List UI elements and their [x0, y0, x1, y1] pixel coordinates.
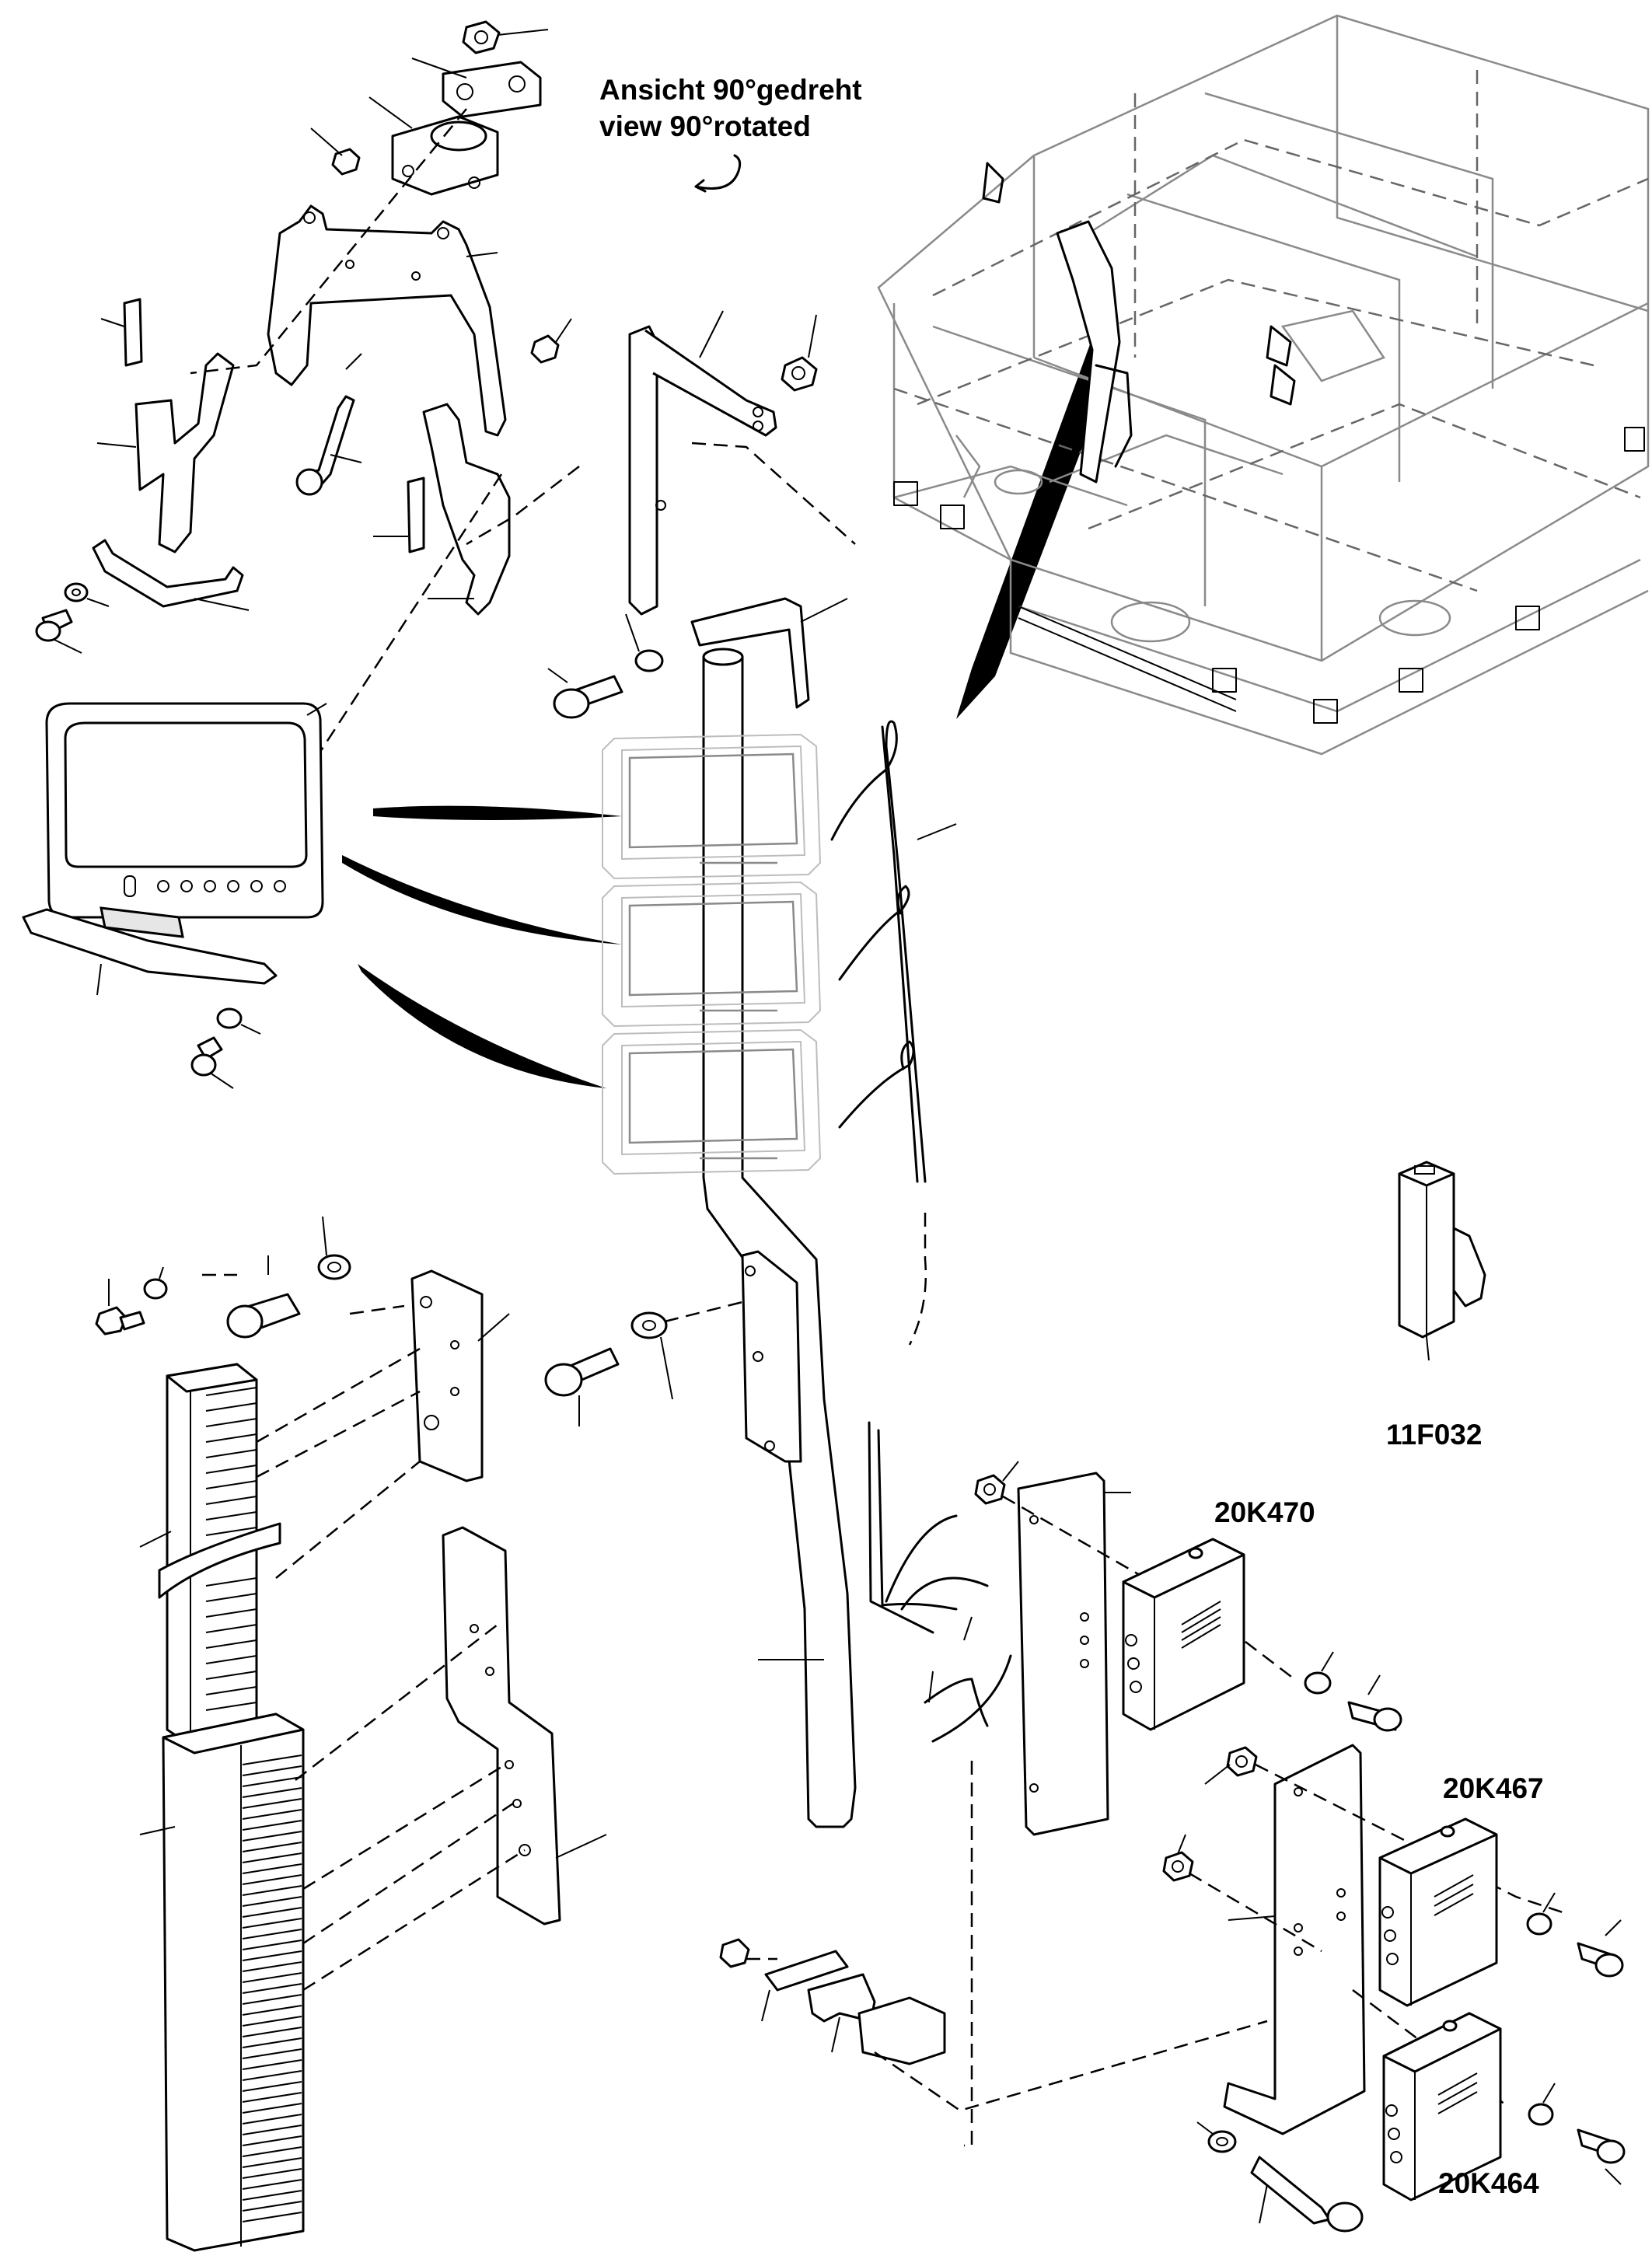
monitor-part	[22, 702, 327, 1089]
label-20K467: 20K467	[1443, 1772, 1544, 1804]
duct-rib	[242, 2103, 302, 2114]
duct-rib	[242, 1809, 302, 1820]
duct-rib	[242, 1787, 302, 1798]
duct-rib	[242, 1896, 302, 1907]
duct-rib	[242, 2037, 302, 2048]
duct-rib	[242, 1994, 302, 2005]
module-cables	[868, 1421, 1012, 1743]
duct-rib	[242, 2081, 302, 2092]
duct-rib	[242, 2059, 302, 2070]
duct-rib	[242, 1798, 302, 1809]
duct-rib	[242, 2016, 302, 2027]
duct-rib	[242, 1863, 302, 1874]
cable-duct	[95, 1216, 802, 2252]
mounting-pole	[547, 310, 957, 1828]
duct-rib	[242, 1776, 302, 1787]
duct-rib	[242, 1983, 302, 1994]
duct-rib	[242, 2125, 302, 2135]
duct-rib	[242, 1950, 302, 1961]
duct-rib	[242, 2048, 302, 2059]
duct-rib	[242, 2135, 302, 2146]
label-20K470: 20K470	[1214, 1496, 1315, 1528]
label-20K464: 20K464	[1438, 2167, 1539, 2199]
duct-rib	[242, 2168, 302, 2179]
duct-rib	[242, 1940, 302, 1950]
duct-rib	[242, 1852, 302, 1863]
duct-rib	[242, 1961, 302, 1972]
duct-rib	[242, 2146, 302, 2157]
view-note-line-2: view 90°rotated	[599, 110, 811, 142]
duct-rib	[242, 2114, 302, 2125]
duct-rib	[242, 1885, 302, 1896]
duct-rib	[242, 2201, 302, 2212]
duct-rib	[242, 1842, 302, 1852]
duct-rib	[242, 2190, 302, 2201]
assembly-lines-upper	[190, 108, 856, 787]
duct-rib	[242, 1765, 302, 1776]
duct-rib	[242, 1907, 302, 1918]
duct-rib	[242, 1918, 302, 1929]
label-11F032: 11F032	[1386, 1419, 1483, 1451]
duct-rib	[242, 2005, 302, 2016]
duct-rib	[242, 1831, 302, 1842]
module-plates	[964, 1461, 1626, 2233]
lower-clamp	[719, 1938, 1268, 2112]
duct-rib	[242, 1972, 302, 1983]
upper-mount-assembly	[35, 20, 572, 654]
duct-rib	[242, 2179, 302, 2190]
machine-overview	[877, 14, 1650, 756]
fuse-part	[1398, 1161, 1486, 1361]
pointer-wedges	[342, 338, 1119, 1088]
duct-rib	[242, 1929, 302, 1940]
duct-rib	[242, 2092, 302, 2103]
duct-rib	[242, 2070, 302, 2081]
duct-rib	[242, 2212, 302, 2222]
duct-rib	[242, 1820, 302, 1831]
duct-rib	[242, 1874, 302, 1885]
duct-rib	[242, 2157, 302, 2168]
rotation-arrow-icon	[694, 154, 742, 190]
duct-rib	[242, 1754, 302, 1765]
view-note-line-1: Ansicht 90°gedreht	[599, 74, 862, 106]
duct-rib	[242, 2027, 302, 2037]
